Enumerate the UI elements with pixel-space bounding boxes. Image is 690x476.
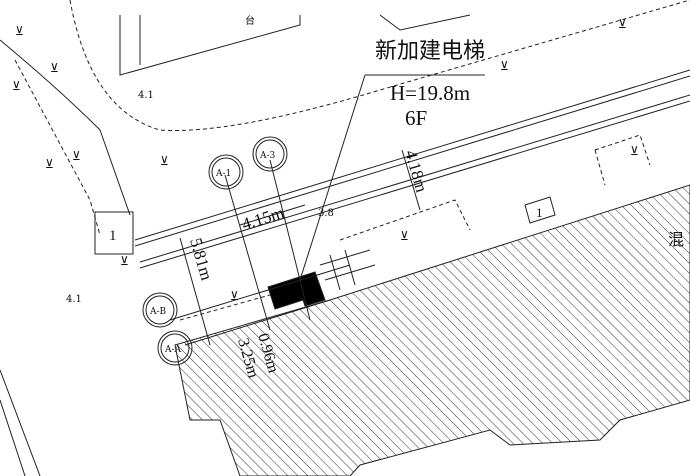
- elevation-4-1-top: 4.1: [138, 90, 154, 101]
- svg-text:⊻: ⊻: [45, 157, 54, 171]
- existing-building-hatch: [174, 184, 690, 476]
- axis-a3: A-3: [259, 151, 276, 161]
- elevator-height: H=19.8m: [390, 81, 470, 105]
- elevation-3-8: 3.8: [318, 208, 334, 219]
- dim-4-15: 4.15m: [240, 203, 287, 234]
- grass-symbols: ⊻ ⊻ ⊻ ⊻ ⊻ ⊻ ⊻ ⊻ ⊻ ⊻ ⊻ ⊻: [12, 17, 639, 303]
- box-1-left: 1: [109, 228, 117, 244]
- elevation-4-1-left: 4.1: [66, 294, 82, 305]
- elevator-floors: 6F: [405, 106, 427, 130]
- svg-text:⊻: ⊻: [72, 149, 81, 163]
- svg-text:⊻: ⊻: [500, 59, 509, 73]
- axis-ab: A-B: [149, 307, 167, 317]
- building-text: 混: [668, 230, 684, 249]
- svg-text:⊻: ⊻: [630, 144, 639, 158]
- svg-text:⊻: ⊻: [120, 254, 129, 268]
- svg-text:⊻: ⊻: [12, 79, 21, 93]
- svg-text:⊻: ⊻: [618, 17, 627, 31]
- new-elevator-block: [267, 271, 326, 310]
- elevator-title: 新加建电梯: [375, 38, 485, 63]
- axis-aa: A-A: [164, 345, 182, 355]
- axis-a1: A-1: [215, 169, 231, 179]
- svg-text:⊻: ⊻: [50, 61, 59, 75]
- top-label: 台: [245, 14, 255, 27]
- svg-text:⊻: ⊻: [230, 289, 239, 303]
- box-left: [94, 211, 134, 255]
- svg-text:⊻: ⊻: [400, 229, 409, 243]
- svg-text:⊻: ⊻: [15, 24, 24, 38]
- box-1-right: 1: [536, 205, 543, 220]
- svg-text:⊻: ⊻: [160, 154, 169, 168]
